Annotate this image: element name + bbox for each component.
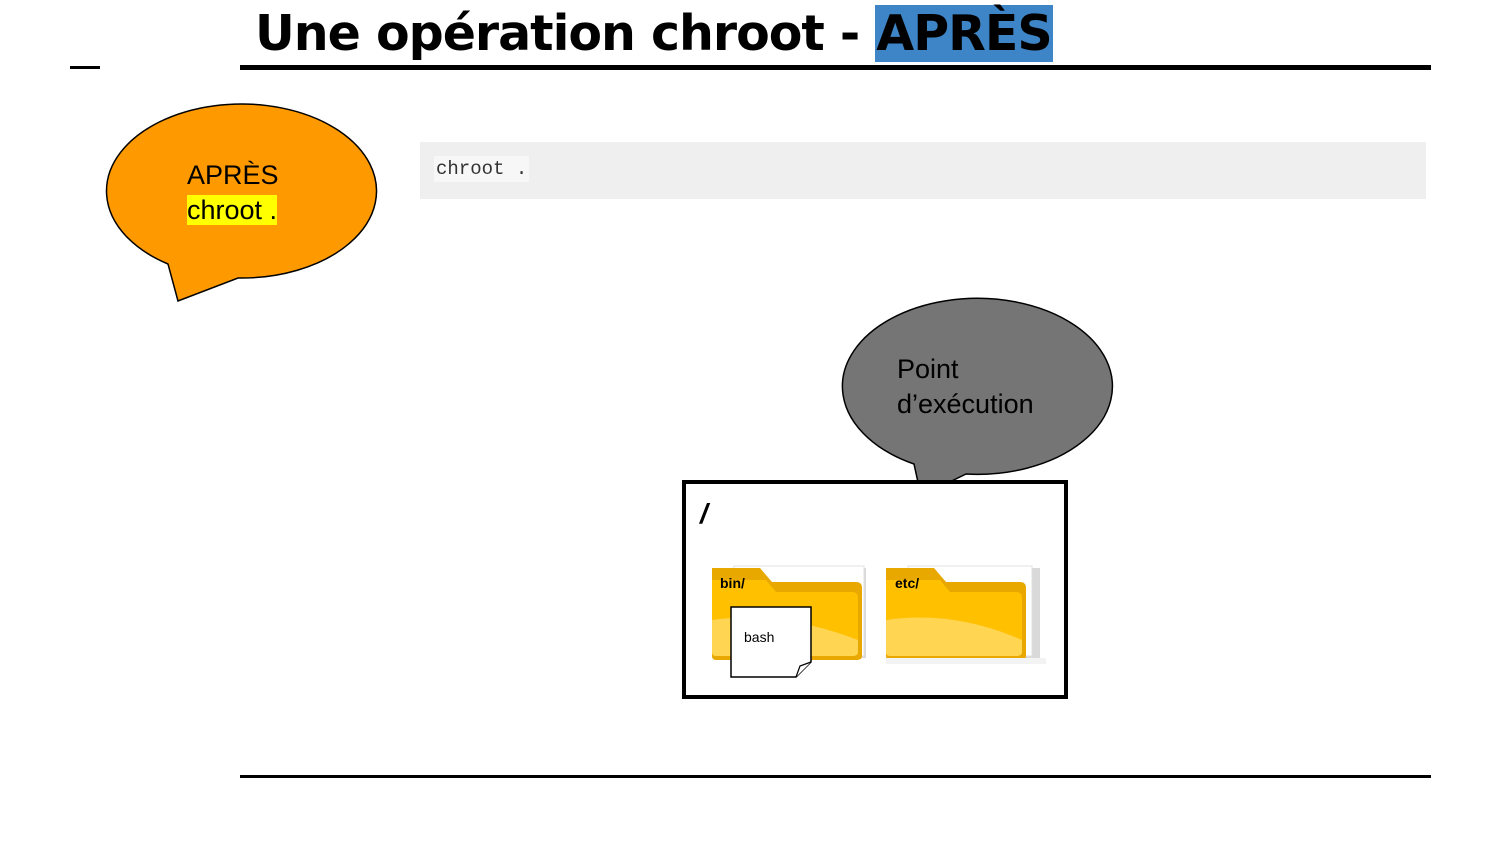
title-underline xyxy=(240,65,1431,70)
callout-apres-text: APRÈS chroot . xyxy=(187,158,279,228)
slide-title-highlight: APRÈS xyxy=(875,5,1053,62)
slide-title-main: Une opération chroot - xyxy=(255,5,876,62)
filesystem-root-box: / bin/ bash etc/ xyxy=(682,480,1068,699)
root-label: / xyxy=(700,498,708,529)
folder-label-bin: bin/ xyxy=(720,575,745,591)
code-block: chroot . xyxy=(420,142,1426,199)
callout-apres-line2: chroot . xyxy=(187,195,278,225)
file-label-bash: bash xyxy=(744,629,775,645)
footer-rule xyxy=(240,775,1431,778)
callout-point-text: Point d’exécution xyxy=(897,354,1034,419)
callout-point-bubble xyxy=(841,297,1114,498)
slide-title: Une opération chroot - APRÈS xyxy=(255,0,1053,68)
callout-apres-line1: APRÈS xyxy=(187,160,279,190)
folder-icon xyxy=(886,565,1046,664)
small-dash xyxy=(70,66,100,69)
file-icon xyxy=(730,606,812,678)
code-text: chroot . xyxy=(434,156,530,182)
folder-label-etc: etc/ xyxy=(895,575,920,591)
